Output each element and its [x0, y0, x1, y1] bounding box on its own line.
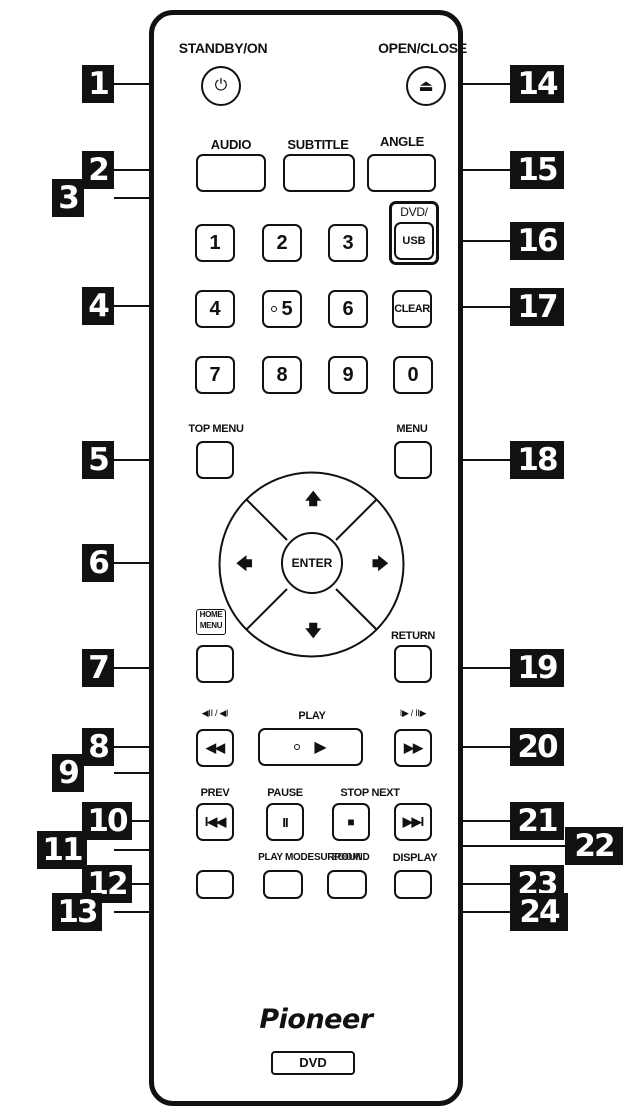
callout-19: 19 — [510, 649, 564, 687]
callout-1: 1 — [82, 65, 114, 103]
callout-4: 4 — [82, 287, 114, 325]
arrow-left-icon: 🡄 — [236, 556, 253, 573]
unlabeled-button[interactable] — [196, 870, 234, 899]
rewind-icon: ◀◀ — [206, 740, 225, 755]
label-standby-on: STANDBY/ON — [178, 40, 268, 56]
label-top-menu: TOP MENU — [188, 423, 244, 435]
callout-21: 21 — [510, 802, 564, 840]
label-surround: SURROUND — [314, 852, 370, 863]
tactile-dot-icon — [271, 306, 278, 312]
prev-icon: I◀◀ — [204, 814, 227, 829]
play-button[interactable]: ▶ — [258, 728, 363, 766]
callout-17: 17 — [510, 288, 564, 326]
label-return: RETURN — [390, 630, 436, 642]
label-menu: MENU — [396, 423, 428, 435]
number-4-button[interactable]: 4 — [195, 290, 235, 328]
return-button[interactable] — [394, 645, 432, 683]
number-8-button[interactable]: 8 — [262, 356, 302, 394]
arrow-down-icon: 🡇 — [305, 623, 322, 640]
callout-15: 15 — [510, 151, 564, 189]
callout-7: 7 — [82, 649, 114, 687]
surround-zoom-button[interactable] — [327, 870, 367, 899]
label-audio: AUDIO — [210, 137, 252, 152]
pause-button[interactable]: II — [266, 803, 304, 841]
next-button[interactable]: ▶▶I — [394, 803, 432, 841]
label-home-menu: MENU — [199, 621, 223, 630]
prev-button[interactable]: I◀◀ — [196, 803, 234, 841]
number-0-button[interactable]: 0 — [393, 356, 433, 394]
callout-18: 18 — [510, 441, 564, 479]
callout-24: 24 — [510, 893, 568, 931]
callout-11: 11 — [37, 831, 87, 869]
label-stop-next: STOP NEXT — [340, 787, 400, 799]
number-5-label: 5 — [281, 297, 293, 320]
forward-icon: ▶▶ — [404, 740, 423, 755]
arrow-up-icon: 🡅 — [305, 491, 322, 508]
number-2-button[interactable]: 2 — [262, 224, 302, 262]
display-button[interactable] — [394, 870, 432, 899]
callout-13: 13 — [52, 893, 102, 931]
tactile-dot-icon — [294, 744, 301, 750]
stop-icon: ■ — [347, 815, 355, 829]
open-close-button[interactable]: ⏏ — [406, 66, 446, 106]
subtitle-button[interactable] — [283, 154, 355, 192]
number-9-button[interactable]: 9 — [328, 356, 368, 394]
number-5-button[interactable]: 5 — [262, 290, 302, 328]
play-mode-button[interactable] — [263, 870, 303, 899]
callout-14: 14 — [510, 65, 564, 103]
label-reverse-step: ◀II / ◀I — [201, 708, 229, 718]
callout-9: 9 — [52, 754, 84, 792]
label-angle: ANGLE — [379, 134, 424, 149]
label-forward-step: I▶ / II▶ — [399, 708, 427, 718]
top-menu-button[interactable] — [196, 441, 234, 479]
callout-8: 8 — [82, 728, 114, 766]
menu-button[interactable] — [394, 441, 432, 479]
dvd-usb-button[interactable]: USB — [394, 222, 434, 260]
number-7-button[interactable]: 7 — [195, 356, 235, 394]
label-open-close: OPEN/CLOSE — [378, 40, 467, 56]
clear-label: CLEAR — [394, 303, 430, 315]
label-display: DISPLAY — [392, 852, 438, 864]
callout-2: 2 — [82, 151, 114, 189]
callout-22: 22 — [565, 827, 623, 865]
label-zoom: ZOOM — [331, 852, 361, 863]
number-3-button[interactable]: 3 — [328, 224, 368, 262]
callout-5: 5 — [82, 441, 114, 479]
usb-label: USB — [402, 235, 426, 247]
label-subtitle: SUBTITLE — [287, 137, 349, 152]
number-6-button[interactable]: 6 — [328, 290, 368, 328]
label-play: PLAY — [298, 710, 326, 722]
next-icon: ▶▶I — [402, 814, 425, 829]
callout-20: 20 — [510, 728, 564, 766]
home-menu-label-box — [196, 609, 226, 635]
label-prev: PREV — [200, 787, 230, 799]
arrow-right-icon: 🡆 — [372, 556, 389, 573]
standby-on-button[interactable]: ⏻ — [201, 66, 241, 106]
callout-6: 6 — [82, 544, 114, 582]
enter-button[interactable]: ENTER — [281, 532, 343, 594]
dvd-badge: DVD — [271, 1051, 355, 1075]
number-1-button[interactable]: 1 — [195, 224, 235, 262]
stop-button[interactable]: ■ — [332, 803, 370, 841]
callout-3: 3 — [52, 179, 84, 217]
angle-button[interactable] — [367, 154, 436, 192]
home-menu-button[interactable] — [196, 645, 234, 683]
forward-button[interactable]: ▶▶ — [394, 729, 432, 767]
label-play-mode: PLAY MODE — [258, 852, 314, 863]
rewind-button[interactable]: ◀◀ — [196, 729, 234, 767]
pause-icon: II — [282, 814, 288, 830]
audio-button[interactable] — [196, 154, 266, 192]
label-home: HOME — [199, 610, 223, 619]
power-icon: ⏻ — [214, 77, 228, 94]
dvd-usb-frame — [389, 201, 439, 265]
pioneer-logo: Pioneer — [259, 1004, 373, 1035]
clear-button[interactable]: CLEAR — [392, 290, 432, 328]
eject-icon: ⏏ — [418, 78, 434, 95]
label-dvd-usb: DVD/ — [400, 205, 428, 219]
play-icon: ▶ — [314, 739, 327, 756]
callout-16: 16 — [510, 222, 564, 260]
callout-10: 10 — [82, 802, 132, 840]
label-pause: PAUSE — [267, 787, 303, 799]
